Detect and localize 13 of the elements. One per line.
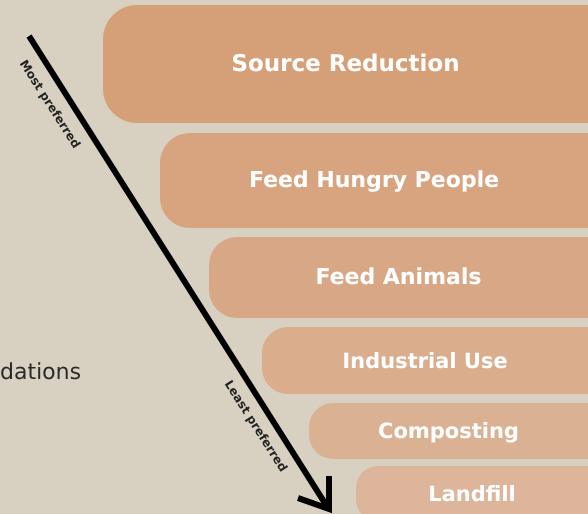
band-label: Industrial Use <box>342 348 508 372</box>
band-label: Landfill <box>428 482 516 506</box>
partial-text: dations <box>0 360 82 385</box>
band-label: Feed Hungry People <box>248 168 500 193</box>
hierarchy-band <box>103 5 588 123</box>
hierarchy-band <box>356 466 588 514</box>
hierarchy-band <box>160 133 588 228</box>
hierarchy-band <box>309 403 588 459</box>
hierarchy-band <box>209 237 588 318</box>
band-label: Source Reduction <box>231 51 460 77</box>
hierarchy-band <box>262 327 588 394</box>
band-label: Feed Animals <box>315 265 482 290</box>
band-label: Composting <box>378 419 519 443</box>
